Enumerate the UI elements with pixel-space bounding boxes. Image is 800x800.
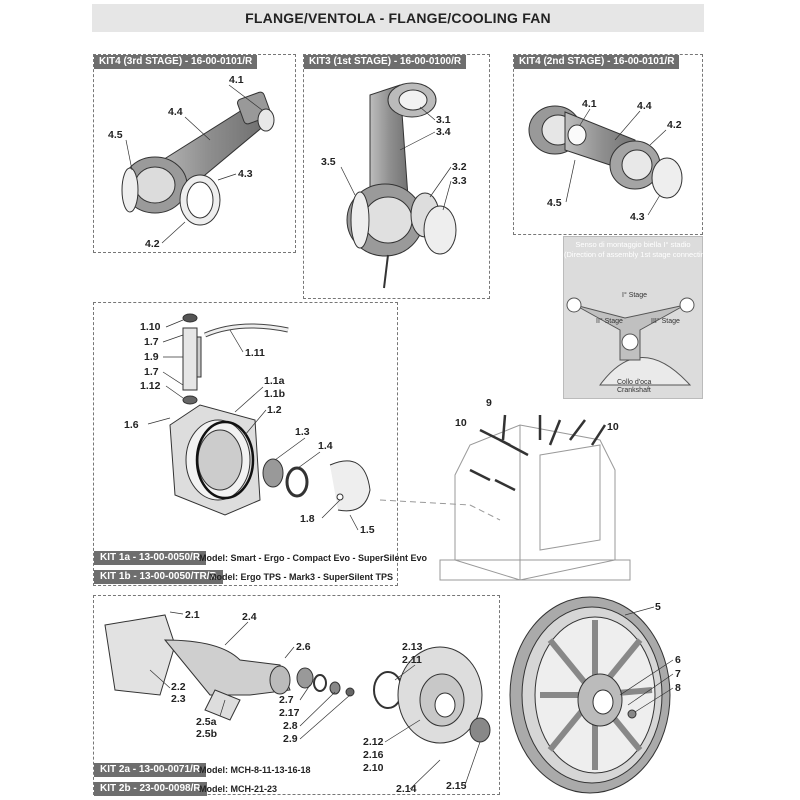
callout-6: 6 (675, 654, 681, 666)
kit1a-model-text: Model: Smart - Ergo - Compact Evo - Supe… (199, 553, 428, 563)
callout-2-2: 2.2 (171, 681, 186, 693)
kit1-leader-lines (147, 319, 359, 531)
kit2-hub (373, 646, 491, 744)
kit4-3rd-stage-header: KIT4 (3rd STAGE) - 16-00-0101/R (94, 55, 258, 69)
page-title: FLANGE/VENTOLA - FLANGE/COOLING FAN (92, 4, 704, 32)
callout-1-7a: 1.7 (144, 336, 159, 348)
kit3-callouts: 3.1 3.4 3.5 3.2 3.3 (321, 114, 467, 187)
callout-2-7: 2.7 (279, 694, 294, 706)
fan-leader-lines (619, 606, 674, 713)
fan-callouts: 5 6 7 8 (655, 601, 681, 694)
kit3-1st-stage-header: KIT3 (1st STAGE) - 16-00-0100/R (304, 55, 467, 69)
callout-2-3: 2.3 (171, 693, 186, 705)
callout-10b: 10 (607, 421, 619, 433)
callout-3-3: 3.3 (452, 175, 467, 187)
kit1-flange (169, 404, 371, 516)
kit4-3rd-connecting-rod (121, 91, 275, 226)
callout-1-8: 1.8 (300, 513, 315, 525)
callout-4-2b: 4.2 (667, 119, 682, 131)
kit2-crankshaft (104, 614, 355, 721)
kit4-3rd-callouts: 4.1 4.4 4.5 4.3 4.2 (108, 74, 253, 250)
callout-1-4: 1.4 (318, 440, 333, 452)
callout-2-16: 2.16 (363, 749, 384, 761)
kit1a-code-label: KIT 1a - 13-00-0050/R (94, 551, 207, 565)
callout-2-14: 2.14 (396, 783, 417, 795)
callout-1-5: 1.5 (360, 524, 375, 536)
kit3-leader-lines (340, 106, 452, 211)
callout-1-1b: 1.1b (264, 388, 285, 400)
kit4-2nd-stage-header: KIT4 (2nd STAGE) - 16-00-0101/R (514, 55, 680, 69)
stage-1-label: I° Stage (622, 291, 647, 299)
compressor-studs (469, 414, 607, 492)
callout-3-2: 3.2 (452, 161, 467, 173)
callout-1-2: 1.2 (267, 404, 282, 416)
kit1-callouts: 1.10 1.7 1.9 1.7 1.12 1.11 1.1a 1.1b 1.2… (124, 321, 375, 536)
callout-2-5a: 2.5a (196, 716, 217, 728)
kit1b-model-text: Model: Ergo TPS - Mark3 - SuperSilent TP… (209, 572, 394, 582)
direction-box-labels: I° Stage II° Stage III° Stage Collo d'oc… (596, 291, 680, 394)
callout-4-1b: 4.1 (582, 98, 597, 110)
callout-2-8: 2.8 (283, 720, 298, 732)
callout-1-11: 1.11 (245, 347, 265, 359)
kit2a-model-text: Model: MCH-8-11-13-16-18 (199, 765, 311, 775)
direction-crank-drawing (566, 297, 695, 386)
stage-3-label: III° Stage (651, 317, 680, 325)
callout-9: 9 (486, 397, 492, 409)
callout-2-1: 2.1 (185, 609, 200, 621)
callout-1-1a: 1.1a (264, 375, 285, 387)
callout-2-6: 2.6 (296, 641, 311, 653)
callout-4-1: 4.1 (229, 74, 244, 86)
kit2-leader-lines (149, 611, 481, 790)
kit2-callouts: 2.1 2.4 2.6 2.2 2.3 2.5a 2.5b 2.7 2.17 2… (171, 609, 467, 795)
callout-1-10: 1.10 (140, 321, 161, 333)
kit3-connecting-rod (346, 82, 457, 289)
callout-1-3: 1.3 (295, 426, 310, 438)
kit4-2nd-callouts: 4.1 4.4 4.2 4.5 4.3 (547, 98, 682, 223)
callout-2-11: 2.11 (402, 654, 422, 666)
kit2b-code-label: KIT 2b - 23-00-0098/R (94, 782, 207, 796)
kit4-3rd-leader-lines (125, 84, 263, 244)
kit4-2nd-leader-lines (565, 108, 667, 216)
callout-4-3b: 4.3 (630, 211, 645, 223)
callout-10a: 10 (455, 417, 467, 429)
callout-4-5: 4.5 (108, 129, 123, 141)
kit4-2nd-connecting-rod (528, 105, 683, 199)
stage-2-label: II° Stage (596, 317, 623, 325)
callout-3-1: 3.1 (436, 114, 451, 126)
callout-4-5b: 4.5 (547, 197, 562, 209)
callout-3-5: 3.5 (321, 156, 336, 168)
callout-2-13: 2.13 (402, 641, 423, 653)
callout-3-4: 3.4 (436, 126, 451, 138)
callout-4-3: 4.3 (238, 168, 253, 180)
crank-label-it: Collo d'oca (617, 379, 652, 386)
callout-2-12: 2.12 (363, 736, 384, 748)
callout-1-12: 1.12 (140, 380, 161, 392)
assembly-direction-title: Senso di montaggio biella I° stadio (575, 240, 691, 249)
kit2a-code-label: KIT 2a - 13-00-0071/R (94, 763, 207, 777)
callout-2-17: 2.17 (279, 707, 300, 719)
callout-5: 5 (655, 601, 661, 613)
callout-1-7b: 1.7 (144, 366, 159, 378)
callout-4-4b: 4.4 (637, 100, 652, 112)
kit1-tube-assembly (182, 313, 289, 405)
callout-2-5b: 2.5b (196, 728, 217, 740)
callout-1-6: 1.6 (124, 419, 139, 431)
assembly-direction-subtitle: (Direction of assembly 1st stage connect… (564, 250, 725, 259)
callout-4-2: 4.2 (145, 238, 160, 250)
callout-7: 7 (675, 668, 681, 680)
callout-2-4: 2.4 (242, 611, 257, 623)
callout-2-9: 2.9 (283, 733, 298, 745)
callout-8: 8 (675, 682, 681, 694)
callout-1-9: 1.9 (144, 351, 159, 363)
kit1b-code-label: KIT 1b - 13-00-0050/TR/R (94, 570, 223, 584)
callout-2-15: 2.15 (446, 780, 467, 792)
block-callouts: 9 10 10 (455, 397, 619, 433)
crank-label-en: Crankshaft (617, 387, 651, 394)
kit2b-model-text: Model: MCH-21-23 (199, 784, 278, 794)
cooling-fan (509, 596, 671, 794)
callout-2-10: 2.10 (363, 762, 384, 774)
callout-4-4: 4.4 (168, 106, 183, 118)
